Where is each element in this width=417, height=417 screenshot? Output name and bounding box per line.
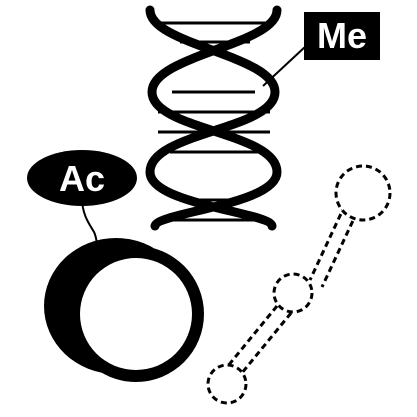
- methyl-tag-box: [304, 12, 380, 60]
- me-leader-line: [262, 45, 307, 87]
- nucleosome-front-face: [80, 258, 192, 370]
- linker-upper-band: [308, 204, 359, 288]
- methyl-tag-label: Me: [317, 15, 367, 56]
- dna-backbone: [145, 5, 282, 231]
- dna-double-helix-icon: [145, 5, 282, 231]
- acetyl-tag: Ac: [27, 150, 137, 206]
- methyl-tag: Me: [304, 12, 380, 60]
- nucleosome-icon: [44, 238, 204, 382]
- linker-top-node: [334, 164, 392, 222]
- linker-bottom-node: [206, 363, 248, 405]
- linker-lower-band: [221, 305, 293, 380]
- acetyl-tag-label: Ac: [59, 158, 105, 199]
- linker-middle-node: [272, 272, 314, 314]
- dna-strand-b: [147, 5, 282, 231]
- acetyl-tag-oval: [27, 150, 137, 206]
- dashed-linker-icon: [206, 164, 392, 405]
